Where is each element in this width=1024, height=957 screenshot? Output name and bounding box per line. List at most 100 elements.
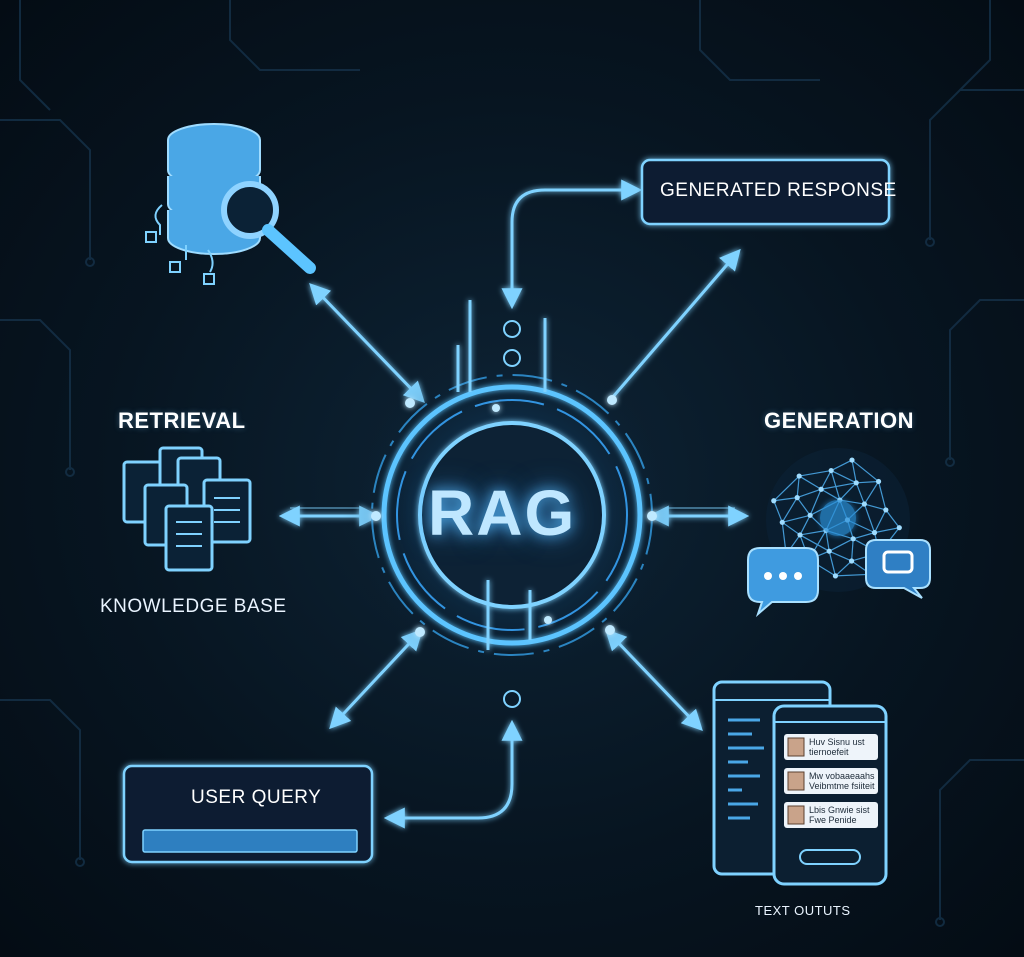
chat-item-text: Lbis Gnwie sist — [809, 805, 870, 815]
arrow-core-to-generated-response — [610, 248, 741, 399]
arrow-response-to-core — [501, 179, 643, 310]
network-edge — [798, 475, 822, 490]
network-edge — [830, 459, 853, 472]
network-edge — [877, 481, 887, 511]
chat-card — [784, 768, 878, 794]
avatar — [787, 737, 805, 757]
database-search-icon — [145, 123, 316, 285]
network-edge — [799, 534, 830, 552]
knowledge-base-caption: KNOWLEDGE BASE — [100, 596, 287, 617]
network-edge — [828, 538, 854, 552]
rag-center-label: RAG — [428, 477, 577, 549]
network-edge — [873, 509, 887, 533]
chat-item-text: Mw vobaaeaahs — [809, 771, 875, 781]
network-edge — [796, 488, 822, 499]
network-edge — [885, 509, 900, 529]
generated-response-box — [640, 158, 891, 226]
chat-message-icon — [865, 539, 931, 599]
network-node — [771, 498, 777, 504]
arrow-core-to-text-outputs — [605, 628, 703, 732]
arrow-core-to-user-query — [329, 628, 423, 730]
network-node — [849, 457, 855, 463]
network-edge — [851, 459, 879, 482]
network-edge — [809, 488, 822, 516]
arrow-database-to-core — [309, 282, 425, 404]
network-edge — [820, 488, 841, 501]
network-node — [850, 536, 856, 542]
user-query-box — [122, 764, 374, 864]
network-edge — [839, 499, 865, 505]
chat-bubble-icon — [747, 547, 819, 618]
query-input-bar — [142, 829, 358, 853]
network-edge — [828, 550, 852, 562]
generation-title: GENERATION — [764, 408, 915, 433]
network-edge — [835, 560, 853, 577]
network-node — [807, 512, 813, 518]
network-node — [861, 501, 867, 507]
network-edge — [828, 551, 837, 577]
network-edge — [825, 530, 830, 552]
network-node — [871, 530, 878, 536]
chat-item-text: Huv Sisnu ust — [809, 737, 865, 747]
network-node — [779, 519, 785, 525]
connector-arrows — [278, 179, 750, 829]
network-edge — [781, 497, 798, 523]
network-edge — [830, 470, 841, 501]
rag-core — [342, 300, 682, 708]
network-edge — [839, 482, 857, 501]
network-edge — [851, 459, 857, 483]
network-edge — [853, 532, 875, 540]
network-edge — [773, 497, 798, 502]
network-node — [796, 473, 802, 479]
generated-response-label: GENERATED RESPONSE — [660, 180, 897, 201]
chat-card — [784, 802, 878, 828]
network-node — [818, 486, 824, 492]
retrieval-title: RETRIEVAL — [118, 408, 246, 433]
network-node — [875, 478, 882, 485]
network-edge — [864, 503, 886, 511]
avatar — [787, 771, 805, 791]
network-edge — [821, 482, 857, 490]
network-edge — [855, 482, 865, 505]
network-edge — [782, 514, 811, 523]
circuit-background — [0, 0, 1024, 927]
network-edge — [799, 515, 811, 536]
network-edge — [781, 521, 801, 536]
network-edge — [863, 503, 876, 533]
network-edge — [773, 500, 783, 523]
avatar — [787, 805, 805, 825]
arrow-query-to-core — [383, 719, 523, 829]
network-edge — [799, 469, 832, 477]
network-edge — [863, 481, 880, 505]
network-edge — [851, 538, 854, 562]
network-node — [883, 507, 889, 513]
text-outputs-caption: TEXT OUTUTS — [755, 903, 851, 918]
network-node — [853, 480, 859, 486]
network-node — [828, 467, 834, 474]
network-node — [797, 532, 803, 538]
documents-icon — [122, 446, 252, 572]
chat-item-text: Veibmtme fsiiteit — [809, 781, 875, 791]
network-node — [832, 573, 839, 579]
network-node — [826, 548, 832, 554]
network-node — [896, 525, 902, 531]
user-query-label: USER QUERY — [191, 787, 322, 808]
chat-card — [784, 734, 878, 760]
network-edge — [856, 480, 879, 484]
network-edge — [820, 470, 832, 490]
network-node — [794, 495, 800, 501]
network-edge — [796, 476, 800, 498]
network-edge — [830, 470, 857, 484]
network-edge — [799, 529, 827, 536]
network-edge — [773, 475, 800, 502]
chat-item-text: Fwe Penide — [809, 815, 857, 825]
network-node — [848, 558, 855, 564]
chat-item-text: tiernoefeit — [809, 747, 849, 757]
network-edge — [874, 527, 900, 534]
network-edge — [796, 497, 811, 516]
